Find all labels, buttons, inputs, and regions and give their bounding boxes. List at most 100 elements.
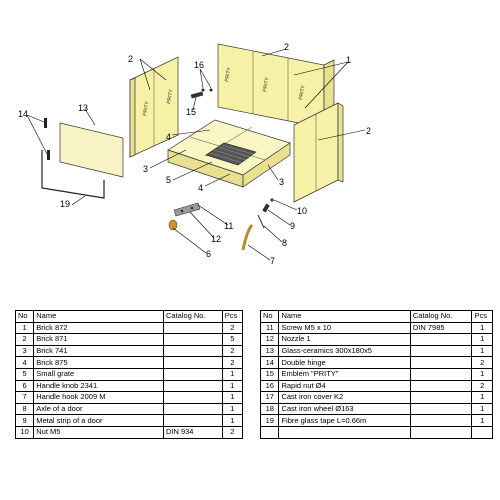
cell-catalog xyxy=(409,391,473,404)
cell-pcs: 1 xyxy=(471,367,493,381)
cell-no: 6 xyxy=(14,379,35,393)
cell-name: Glass-ceramics 300x180x5 xyxy=(278,344,411,358)
cell-catalog xyxy=(409,414,473,427)
cell-name: Cast iron cover K2 xyxy=(278,391,411,404)
cell-pcs: 1 xyxy=(471,344,493,358)
fibre-glass-tape xyxy=(41,150,105,199)
cell-catalog xyxy=(162,379,223,393)
callout-2: 2 xyxy=(366,126,371,136)
cell-name: Handle knob 2341 xyxy=(33,379,164,393)
callout-12: 12 xyxy=(211,234,221,244)
nozzle xyxy=(173,202,201,217)
callout-19: 19 xyxy=(60,199,70,209)
cell-catalog: DIN 7985 xyxy=(409,321,473,335)
nut xyxy=(270,198,274,202)
cell-catalog xyxy=(409,344,473,358)
brick-mark: PRITY xyxy=(224,66,233,82)
cell-name: Handle hook 2009 M xyxy=(33,391,164,404)
cell-no: 19 xyxy=(259,414,280,427)
axle xyxy=(257,214,265,229)
cell-name xyxy=(278,425,411,439)
cell-no: 1 xyxy=(14,321,35,335)
cell-catalog xyxy=(162,356,223,369)
callout-4: 4 xyxy=(198,183,203,193)
cell-catalog xyxy=(162,367,223,381)
cell-pcs: 5 xyxy=(221,333,244,346)
cell-catalog xyxy=(162,391,223,404)
col-header-no: No xyxy=(259,310,280,323)
cell-no: 15 xyxy=(259,367,280,381)
callout-16: 16 xyxy=(194,60,204,70)
cell-catalog xyxy=(162,344,223,358)
cell-pcs: 2 xyxy=(471,356,493,369)
col-header-no: No xyxy=(14,310,35,323)
cell-no: 13 xyxy=(259,344,280,358)
callout-2: 2 xyxy=(284,42,289,52)
col-header-catalog: Catalog No. xyxy=(409,310,473,323)
cell-pcs: 1 xyxy=(221,367,244,381)
handle-hook xyxy=(241,224,254,251)
callout-9: 9 xyxy=(290,221,295,231)
cell-pcs xyxy=(471,425,493,439)
cell-name: Brick 871 xyxy=(33,333,164,346)
cell-no xyxy=(259,425,280,439)
glass-ceramics xyxy=(59,122,124,178)
cell-pcs: 2 xyxy=(221,356,244,369)
callout-1: 1 xyxy=(346,55,351,65)
cell-name: Cast iron wheel Ø163 xyxy=(278,402,411,416)
cell-name: Brick 875 xyxy=(33,356,164,369)
right-wall-bricks xyxy=(293,102,344,203)
cell-no: 11 xyxy=(259,321,280,335)
emblem xyxy=(190,91,204,99)
cell-no: 10 xyxy=(14,425,35,439)
floor-bricks xyxy=(167,119,291,188)
exploded-parts-diagram: PRITY PRITY PRITY PRITY PRITY xyxy=(18,42,371,266)
callout-3: 3 xyxy=(143,164,148,174)
callout-13: 13 xyxy=(78,103,88,113)
cell-name: Rapid nut Ø4 xyxy=(278,379,411,393)
cell-no: 17 xyxy=(259,391,280,404)
callout-2: 2 xyxy=(128,54,133,64)
cell-catalog xyxy=(162,321,223,335)
cell-pcs: 1 xyxy=(471,391,493,404)
cell-name: Nozzle 1 xyxy=(278,333,411,346)
cell-pcs: 1 xyxy=(221,402,244,416)
callout-8: 8 xyxy=(282,238,287,248)
cell-catalog xyxy=(409,379,473,393)
cell-name: Axle of a door xyxy=(33,402,164,416)
col-header-name: Name xyxy=(278,310,411,323)
brick-mark: PRITY xyxy=(298,84,307,100)
cell-catalog xyxy=(409,356,473,369)
cell-pcs: 2 xyxy=(221,321,244,335)
cell-catalog xyxy=(162,402,223,416)
col-header-catalog: Catalog No. xyxy=(162,310,223,323)
col-header-pcs: Pcs xyxy=(471,310,493,323)
table-row xyxy=(259,425,493,439)
brick-mark: PRITY xyxy=(262,76,271,92)
cell-catalog xyxy=(162,333,223,346)
cell-no: 7 xyxy=(14,391,35,404)
cell-catalog: DIN 934 xyxy=(162,425,223,439)
callout-15: 15 xyxy=(186,107,196,117)
cell-pcs: 2 xyxy=(221,344,244,358)
callout-11: 11 xyxy=(224,221,233,231)
cell-no: 12 xyxy=(259,333,280,346)
brick-mark: PRITY xyxy=(166,88,175,104)
